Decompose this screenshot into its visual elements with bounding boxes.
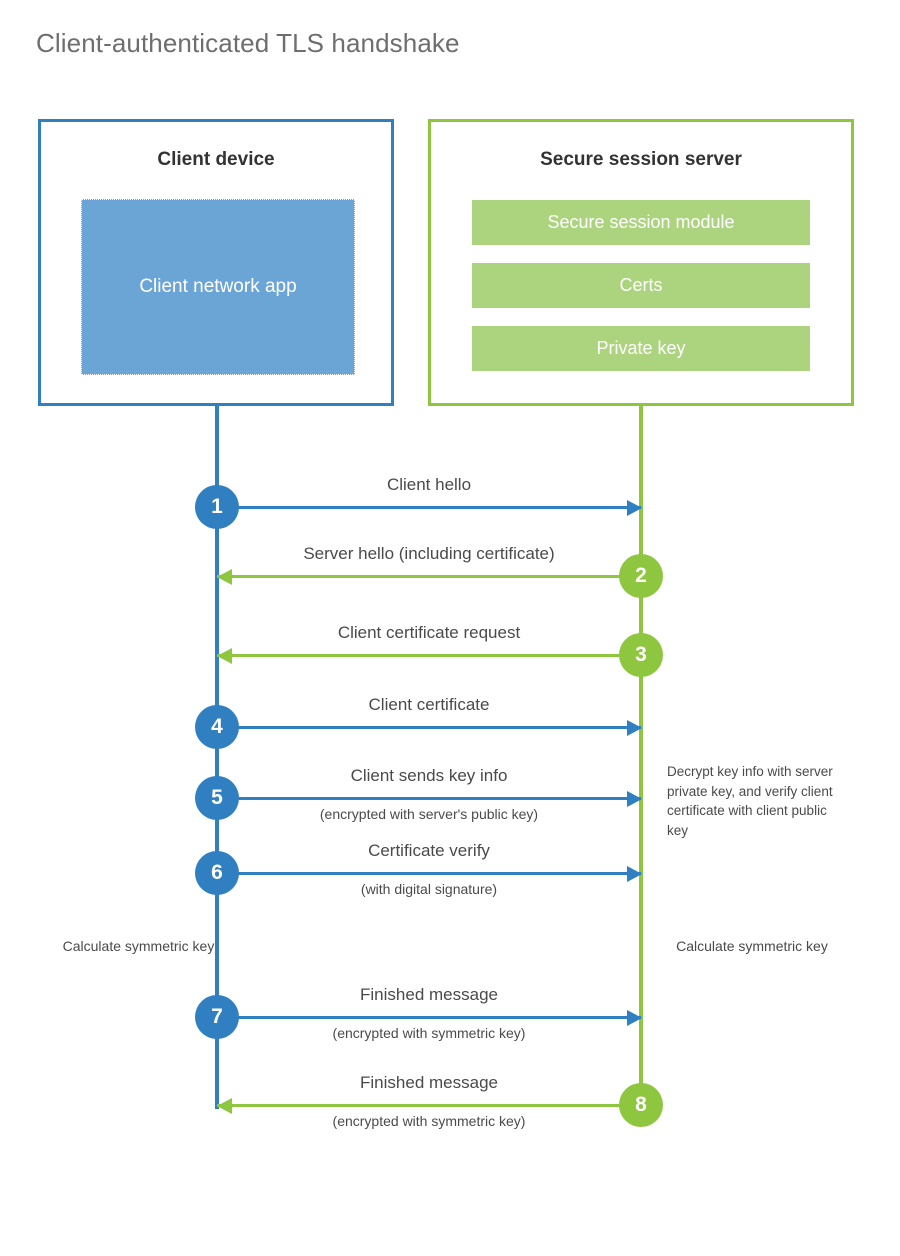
step-circle-4: 4: [195, 705, 239, 749]
arrowhead-icon-5: [627, 791, 642, 807]
message-label-1: Client hello: [386, 475, 472, 494]
lifeline-client: [215, 403, 219, 1109]
note-server-calculate-symmetric-key: Calculate symmetric key: [676, 938, 828, 954]
server-module-certs: Certs: [472, 263, 810, 308]
message-arrow-line-8: [217, 1104, 641, 1107]
arrowhead-icon-8: [217, 1098, 232, 1114]
secure-session-server-title: Secure session server: [540, 149, 742, 170]
arrowhead-icon-1: [627, 500, 642, 516]
message-label-3: Client certificate request: [337, 623, 521, 642]
client-device-title: Client device: [157, 149, 275, 170]
step-circle-2: 2: [619, 554, 663, 598]
note-client-calculate-symmetric-key: Calculate symmetric key: [62, 938, 215, 954]
step-circle-1: 1: [195, 485, 239, 529]
step-circle-6: 6: [195, 851, 239, 895]
message-arrow-line-4: [217, 726, 641, 729]
server-module-private-key: Private key: [472, 326, 810, 371]
arrowhead-icon-4: [627, 720, 642, 736]
message-label-4: Client certificate: [368, 695, 490, 714]
arrowhead-icon-7: [627, 1010, 642, 1026]
message-sublabel-6: (with digital signature): [360, 881, 498, 897]
message-label-5: Client sends key info: [350, 766, 508, 785]
arrowhead-icon-2: [217, 569, 232, 585]
message-arrow-line-2: [217, 575, 641, 578]
message-label-6: Certificate verify: [368, 841, 490, 860]
server-module-secure-session-module: Secure session module: [472, 200, 810, 245]
message-label-7: Finished message: [360, 985, 498, 1004]
step-circle-5: 5: [195, 776, 239, 820]
client-network-app-block: Client network app: [81, 199, 355, 375]
message-arrow-line-5: [217, 797, 641, 800]
page-title: Client-authenticated TLS handshake: [36, 28, 460, 58]
message-sublabel-7: (encrypted with symmetric key): [332, 1025, 526, 1041]
step-circle-7: 7: [195, 995, 239, 1039]
message-arrow-line-7: [217, 1016, 641, 1019]
message-sublabel-8: (encrypted with symmetric key): [332, 1113, 526, 1129]
step-circle-8: 8: [619, 1083, 663, 1127]
message-arrow-line-3: [217, 654, 641, 657]
message-sublabel-5: (encrypted with server's public key): [319, 806, 539, 822]
message-arrow-line-1: [217, 506, 641, 509]
lifeline-server: [639, 403, 643, 1107]
arrowhead-icon-3: [217, 648, 232, 664]
message-label-8: Finished message: [360, 1073, 498, 1092]
note-server-decrypt: Decrypt key info with server private key…: [667, 764, 833, 838]
participant-box-client: Client device Client network app: [38, 119, 394, 406]
step-circle-3: 3: [619, 633, 663, 677]
message-label-2: Server hello (including certificate): [303, 544, 555, 563]
arrowhead-icon-6: [627, 866, 642, 882]
participant-box-server: Secure session server Secure session mod…: [428, 119, 854, 406]
message-arrow-line-6: [217, 872, 641, 875]
